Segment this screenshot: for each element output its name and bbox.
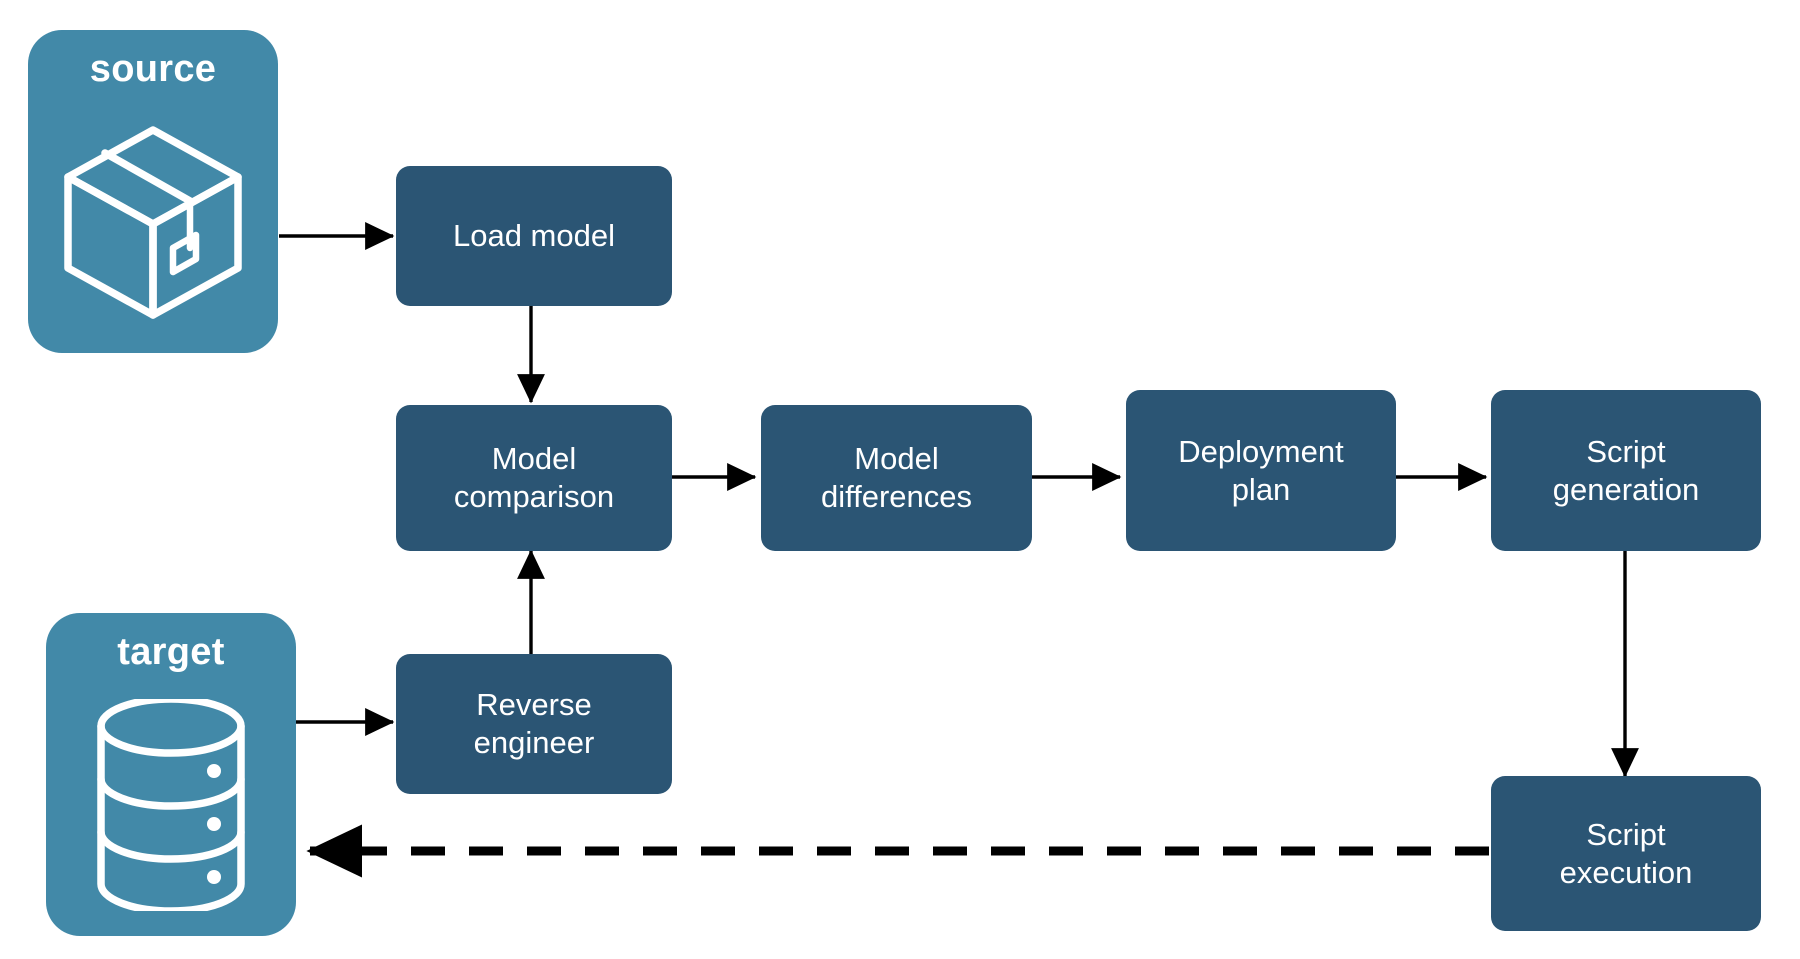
- process-deployment-plan[interactable]: Deployment plan: [1126, 390, 1396, 551]
- endpoint-target[interactable]: target: [46, 613, 296, 936]
- process-deployment-plan-line2: plan: [1231, 471, 1291, 507]
- process-script-generation-line2: generation: [1552, 471, 1700, 507]
- process-model-differences[interactable]: Model differences: [761, 405, 1032, 551]
- process-reverse-engineer[interactable]: Reverse engineer: [396, 654, 672, 794]
- process-script-execution-line2: execution: [1559, 854, 1693, 890]
- process-model-differences-label: Model differences: [821, 440, 972, 516]
- process-script-generation-label: Script generation: [1553, 433, 1700, 509]
- package-box-icon: [28, 91, 278, 353]
- process-reverse-engineer-label: Reverse engineer: [474, 686, 595, 762]
- process-reverse-engineer-line1: Reverse: [476, 687, 592, 723]
- process-load-model-label: Load model: [452, 218, 615, 254]
- process-script-execution-label: Script execution: [1560, 816, 1693, 892]
- process-model-comparison-line1: Model: [491, 441, 577, 477]
- process-script-generation-line1: Script: [1586, 433, 1666, 469]
- process-model-comparison[interactable]: Model comparison: [396, 405, 672, 551]
- process-model-differences-line1: Model: [854, 441, 939, 477]
- process-deployment-plan-line1: Deployment: [1178, 433, 1344, 469]
- process-model-comparison-label: Model comparison: [454, 440, 614, 516]
- endpoint-source[interactable]: source: [28, 30, 278, 353]
- process-script-execution[interactable]: Script execution: [1491, 776, 1761, 931]
- database-cylinder-icon: [46, 674, 296, 936]
- process-load-model[interactable]: Load model: [396, 166, 672, 306]
- process-script-execution-line1: Script: [1586, 816, 1666, 852]
- process-deployment-plan-label: Deployment plan: [1178, 433, 1343, 509]
- process-reverse-engineer-line2: engineer: [473, 725, 595, 760]
- process-model-comparison-line2: comparison: [453, 479, 615, 514]
- endpoint-target-label: target: [117, 631, 225, 673]
- process-script-generation[interactable]: Script generation: [1491, 390, 1761, 551]
- process-model-differences-line2: differences: [820, 479, 973, 514]
- endpoint-source-label: source: [89, 48, 217, 90]
